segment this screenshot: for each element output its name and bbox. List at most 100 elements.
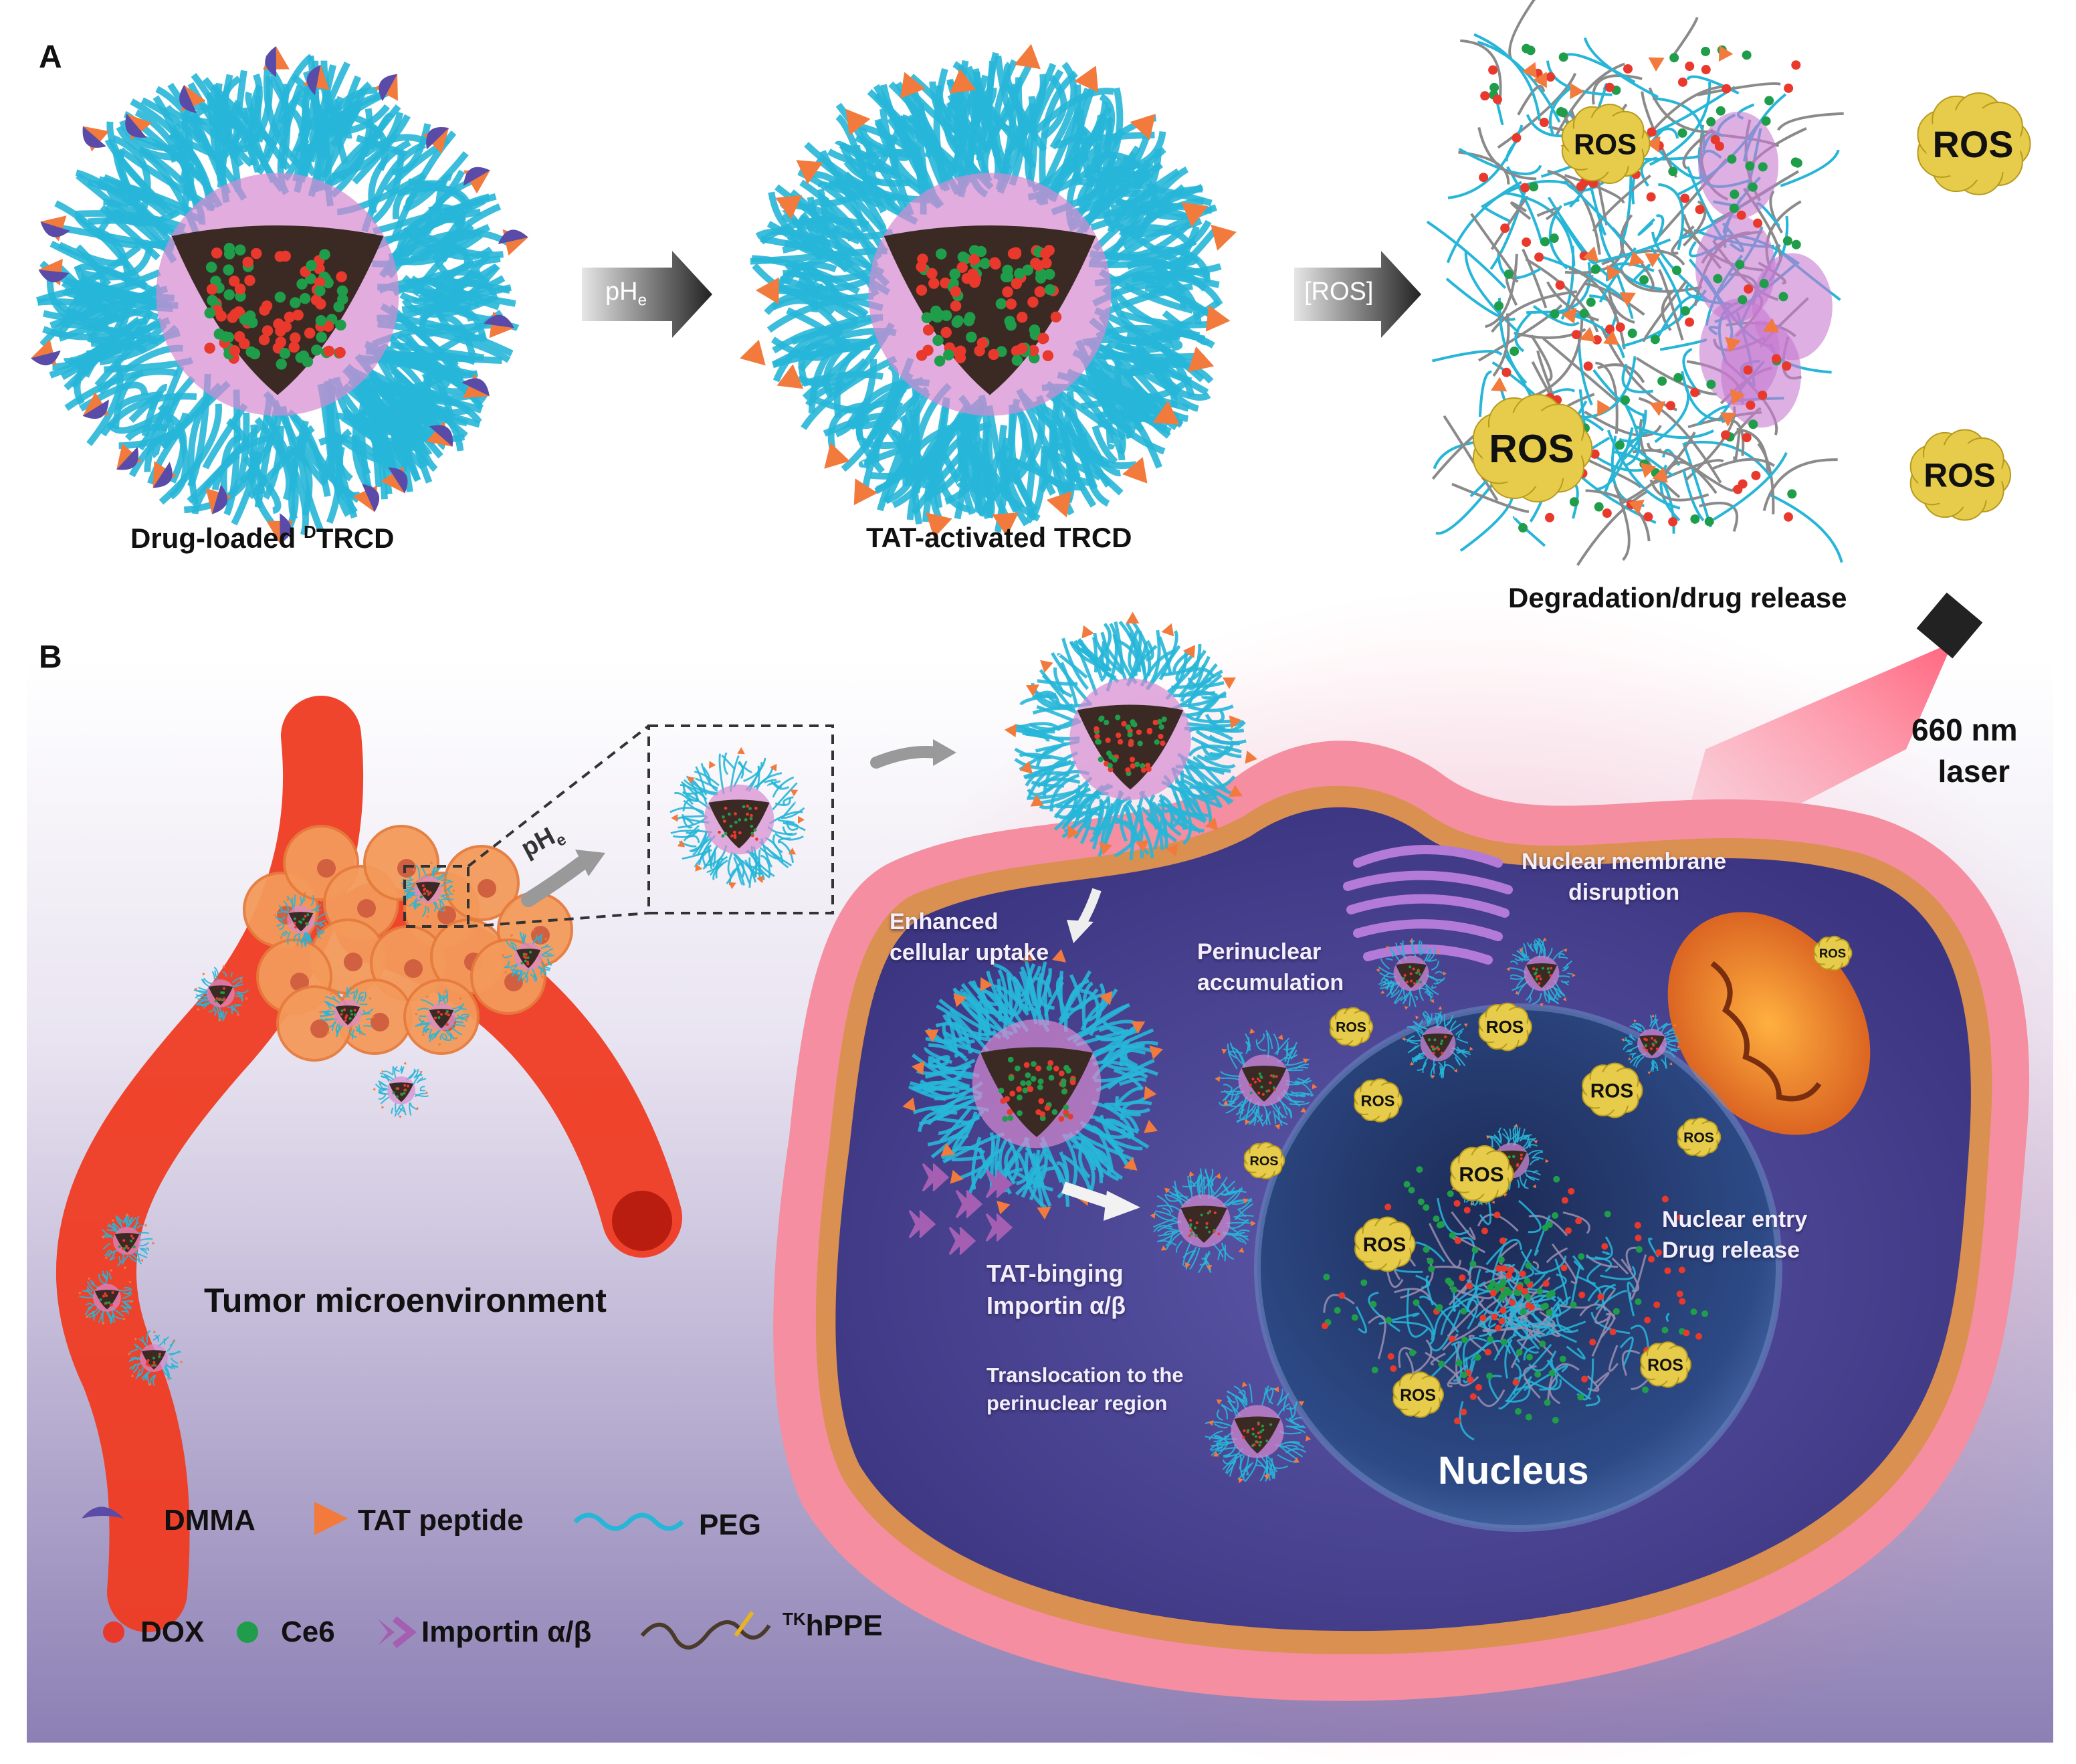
tat-peptide-icon — [1040, 660, 1053, 673]
tat-peptide-icon — [221, 965, 225, 968]
tat-peptide-icon — [1123, 1157, 1138, 1171]
tat-peptide-icon — [152, 1330, 156, 1333]
tat-peptide-icon — [405, 903, 408, 906]
tat-peptide-icon — [426, 915, 429, 918]
laser-device-icon — [1916, 592, 1983, 659]
importin-icon — [908, 1209, 936, 1239]
tat-peptide-icon — [940, 1143, 955, 1157]
tat-peptide-icon — [1562, 997, 1567, 1001]
ros-label: ROS — [1363, 1234, 1406, 1256]
tat-peptide-icon — [1014, 43, 1041, 70]
tat-peptide-icon — [1649, 401, 1666, 416]
tat-peptide-icon — [1491, 1200, 1495, 1204]
tat-peptide-icon — [425, 1091, 429, 1094]
tat-peptide-icon — [324, 922, 328, 925]
ros-cluster: ROS — [1354, 1216, 1416, 1272]
tat-peptide-icon — [326, 1030, 330, 1034]
tat-peptide-icon — [1619, 292, 1636, 307]
tat-peptide-icon — [1386, 946, 1390, 950]
tat-peptide-icon — [1453, 1068, 1457, 1073]
legend-dox: DOX — [140, 1615, 205, 1648]
tat-peptide-icon — [202, 973, 205, 976]
tat-peptide-icon — [1570, 83, 1584, 100]
tat-peptide-icon — [414, 1012, 417, 1016]
particle-core — [94, 1290, 120, 1310]
particle-core — [208, 985, 233, 1005]
uptake-arrow — [870, 746, 942, 769]
tat-peptide-icon — [1030, 794, 1044, 807]
dmma-icon — [211, 484, 227, 514]
tat-peptide-icon — [1298, 1401, 1305, 1407]
dmma-icon — [388, 467, 408, 494]
tat-peptide-icon — [1131, 1021, 1146, 1034]
tat-peptide-icon — [1245, 1119, 1251, 1125]
tat-peptide-icon — [1436, 950, 1441, 955]
legend-icons — [82, 1502, 771, 1650]
ph-arrow — [582, 251, 712, 338]
tat-peptide-icon — [128, 1281, 132, 1284]
dmma-legend-icon — [82, 1506, 124, 1518]
tat-peptide-icon — [1470, 1203, 1474, 1206]
tat-peptide-icon — [1211, 224, 1237, 251]
tat-peptide-icon — [413, 868, 416, 872]
tat-peptide-icon — [458, 997, 461, 1001]
tat-peptide-icon — [1532, 1184, 1536, 1189]
tat-peptide-icon — [770, 763, 777, 772]
ros-cluster: ROS — [1354, 1078, 1403, 1123]
tat-peptide-icon — [687, 776, 696, 784]
tumor-cells — [78, 825, 573, 1387]
tat-peptide-icon — [1152, 400, 1180, 425]
tat-peptide-icon — [104, 1256, 108, 1259]
tat-peptide-icon — [429, 861, 433, 864]
dmma-icon — [461, 378, 490, 397]
dmma-icon — [179, 85, 197, 114]
importin-icon — [985, 1169, 1013, 1199]
tat-peptide-icon — [510, 934, 514, 937]
tat-peptide-icon — [1249, 1028, 1255, 1034]
tat-peptide-icon — [980, 977, 993, 992]
tat-peptide-icon — [1415, 1015, 1419, 1019]
importin-icon — [948, 1226, 976, 1256]
tat-peptide-icon — [466, 1016, 470, 1019]
tat-peptide-icon — [1532, 72, 1547, 88]
tat-peptide-icon — [167, 1377, 170, 1381]
dmma-icon — [265, 45, 276, 78]
tat-peptide-icon — [1025, 684, 1039, 697]
ph-arrow-label: pHe — [605, 278, 647, 310]
tat-peptide-icon — [796, 160, 823, 185]
tat-peptide-icon — [172, 1339, 175, 1343]
ros-cluster: ROS — [1478, 1002, 1532, 1052]
ce6-legend-icon — [237, 1622, 258, 1643]
tat-peptide-icon — [1004, 724, 1017, 738]
ros-label: ROS — [1647, 1357, 1683, 1375]
particle-core — [1241, 1066, 1287, 1102]
tat-peptide-icon — [401, 884, 404, 888]
ros-arrow — [1294, 251, 1421, 338]
tat-peptide-icon — [426, 995, 429, 999]
drug-loaded-dtrcd-particle — [31, 45, 528, 545]
tat-peptide-icon — [1648, 57, 1665, 72]
tat-peptide-icon — [728, 882, 736, 890]
tat-peptide-icon — [1302, 1058, 1309, 1064]
tat-peptide-icon — [1213, 1451, 1219, 1457]
ros-arrow-label: [ROS] — [1304, 278, 1374, 306]
tat-peptide-icon — [1469, 1046, 1473, 1051]
tat-peptide-icon — [218, 1019, 222, 1022]
tat-peptide-icon — [709, 761, 716, 769]
tat-peptide-icon — [1380, 990, 1385, 994]
tat-peptide-icon — [1215, 1076, 1220, 1082]
tat-peptide-icon — [1606, 265, 1622, 282]
tat-peptide-icon — [1205, 817, 1219, 830]
tat-peptide-icon — [1188, 346, 1215, 372]
tat-peptide-icon — [313, 938, 316, 941]
tat-peptide-icon — [78, 1291, 81, 1295]
tat-peptide-icon — [737, 747, 745, 755]
tat-peptide-icon — [130, 1374, 134, 1377]
tat-peptide-icon — [1514, 1123, 1518, 1128]
dmma-icon — [38, 270, 70, 283]
tat-peptide-icon — [194, 987, 197, 991]
ros-label: ROS — [1400, 1387, 1436, 1405]
tat-peptide-icon — [524, 980, 528, 983]
